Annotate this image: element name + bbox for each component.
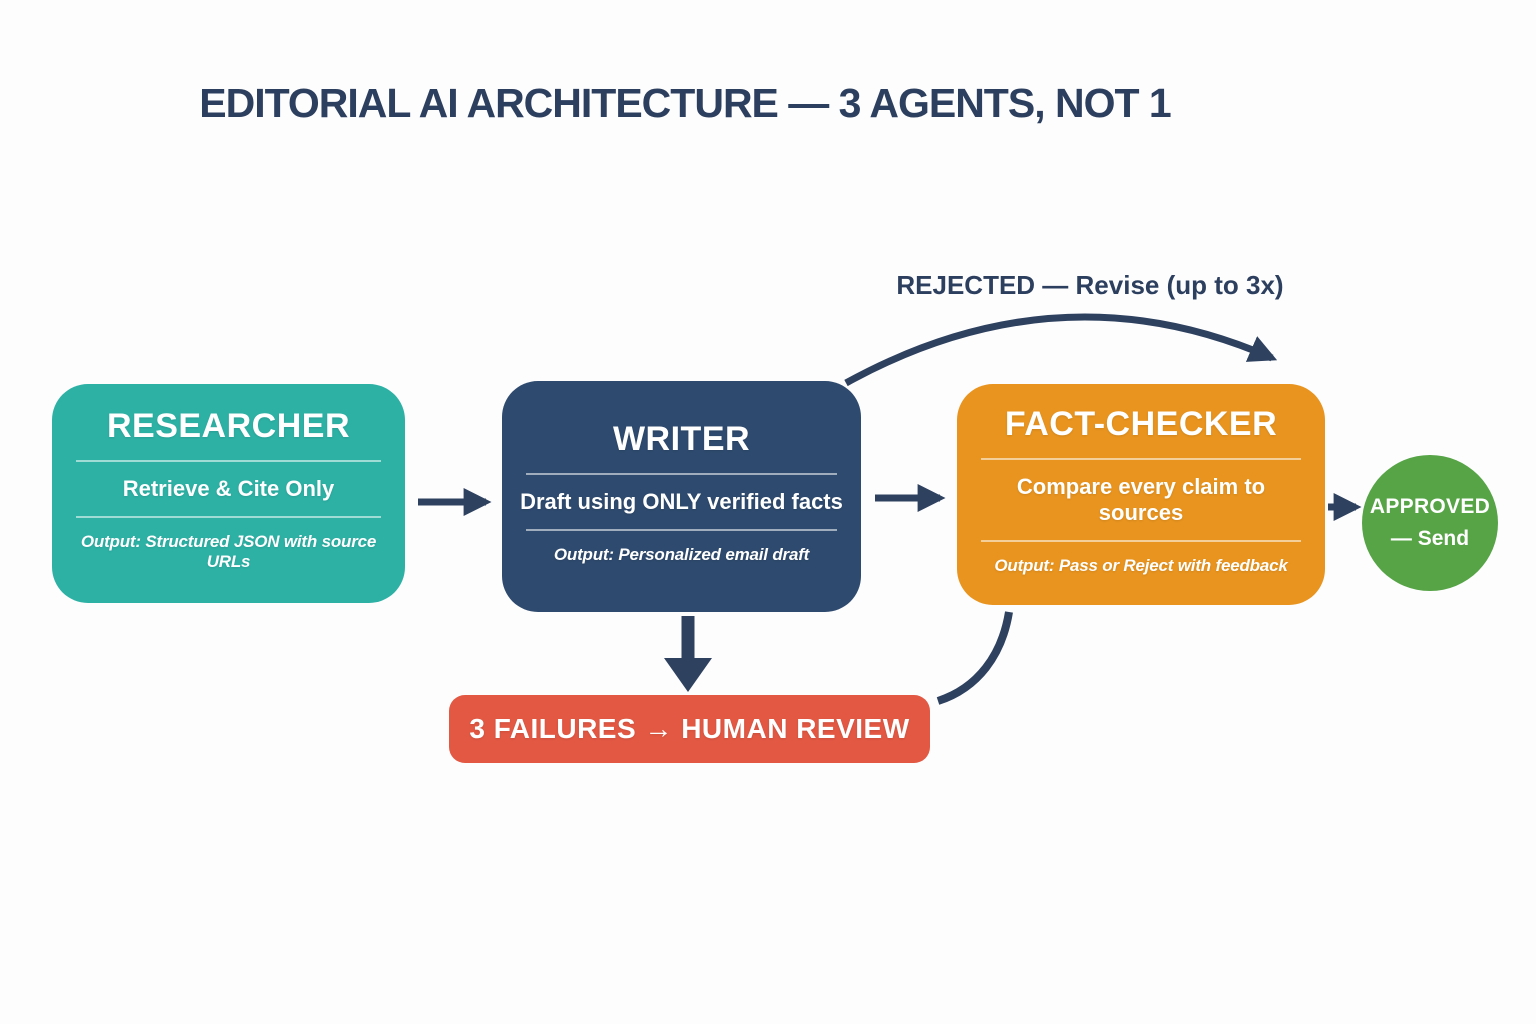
divider [981, 540, 1301, 542]
connector-fact-checker-to-human-review [936, 611, 1013, 705]
fact-checker-name: FACT-CHECKER [1004, 405, 1278, 443]
fact-checker-role: Compare every claim to sources [1016, 474, 1266, 525]
approved-send-label: — Send [1390, 527, 1470, 550]
divider [526, 473, 837, 475]
researcher-role: Retrieve & Cite Only [122, 476, 335, 501]
approved-label: APPROVED [1369, 495, 1491, 518]
node-approved: APPROVED — Send [1362, 455, 1498, 591]
writer-role: Draft using ONLY verified facts [520, 489, 843, 514]
divider [76, 516, 381, 518]
node-human-review: 3 FAILURES → HUMAN REVIEW [449, 695, 930, 763]
rejected-loop-label: REJECTED — Revise (up to 3x) [896, 270, 1284, 300]
writer-output: Output: Personalized email draft [553, 545, 810, 564]
researcher-name: RESEARCHER [106, 407, 351, 445]
fact-checker-output: Output: Pass or Reject with feedback [994, 556, 1288, 575]
writer-name: WRITER [612, 420, 751, 458]
divider [76, 460, 381, 462]
arrow-writer-to-human-review-head [664, 658, 712, 692]
divider [526, 529, 837, 531]
divider [981, 458, 1301, 460]
node-researcher: RESEARCHER Retrieve & Cite Only Output: … [52, 384, 405, 603]
diagram-title: EDITORIAL AI ARCHITECTURE — 3 AGENTS, NO… [199, 80, 1171, 126]
researcher-output: Output: Structured JSON with source URLs [80, 532, 377, 571]
arrow-rejected-revise-loop [844, 313, 1278, 387]
node-writer: WRITER Draft using ONLY verified facts O… [502, 381, 861, 612]
node-fact-checker: FACT-CHECKER Compare every claim to sour… [957, 384, 1325, 605]
human-review-label: 3 FAILURES → HUMAN REVIEW [469, 713, 910, 744]
